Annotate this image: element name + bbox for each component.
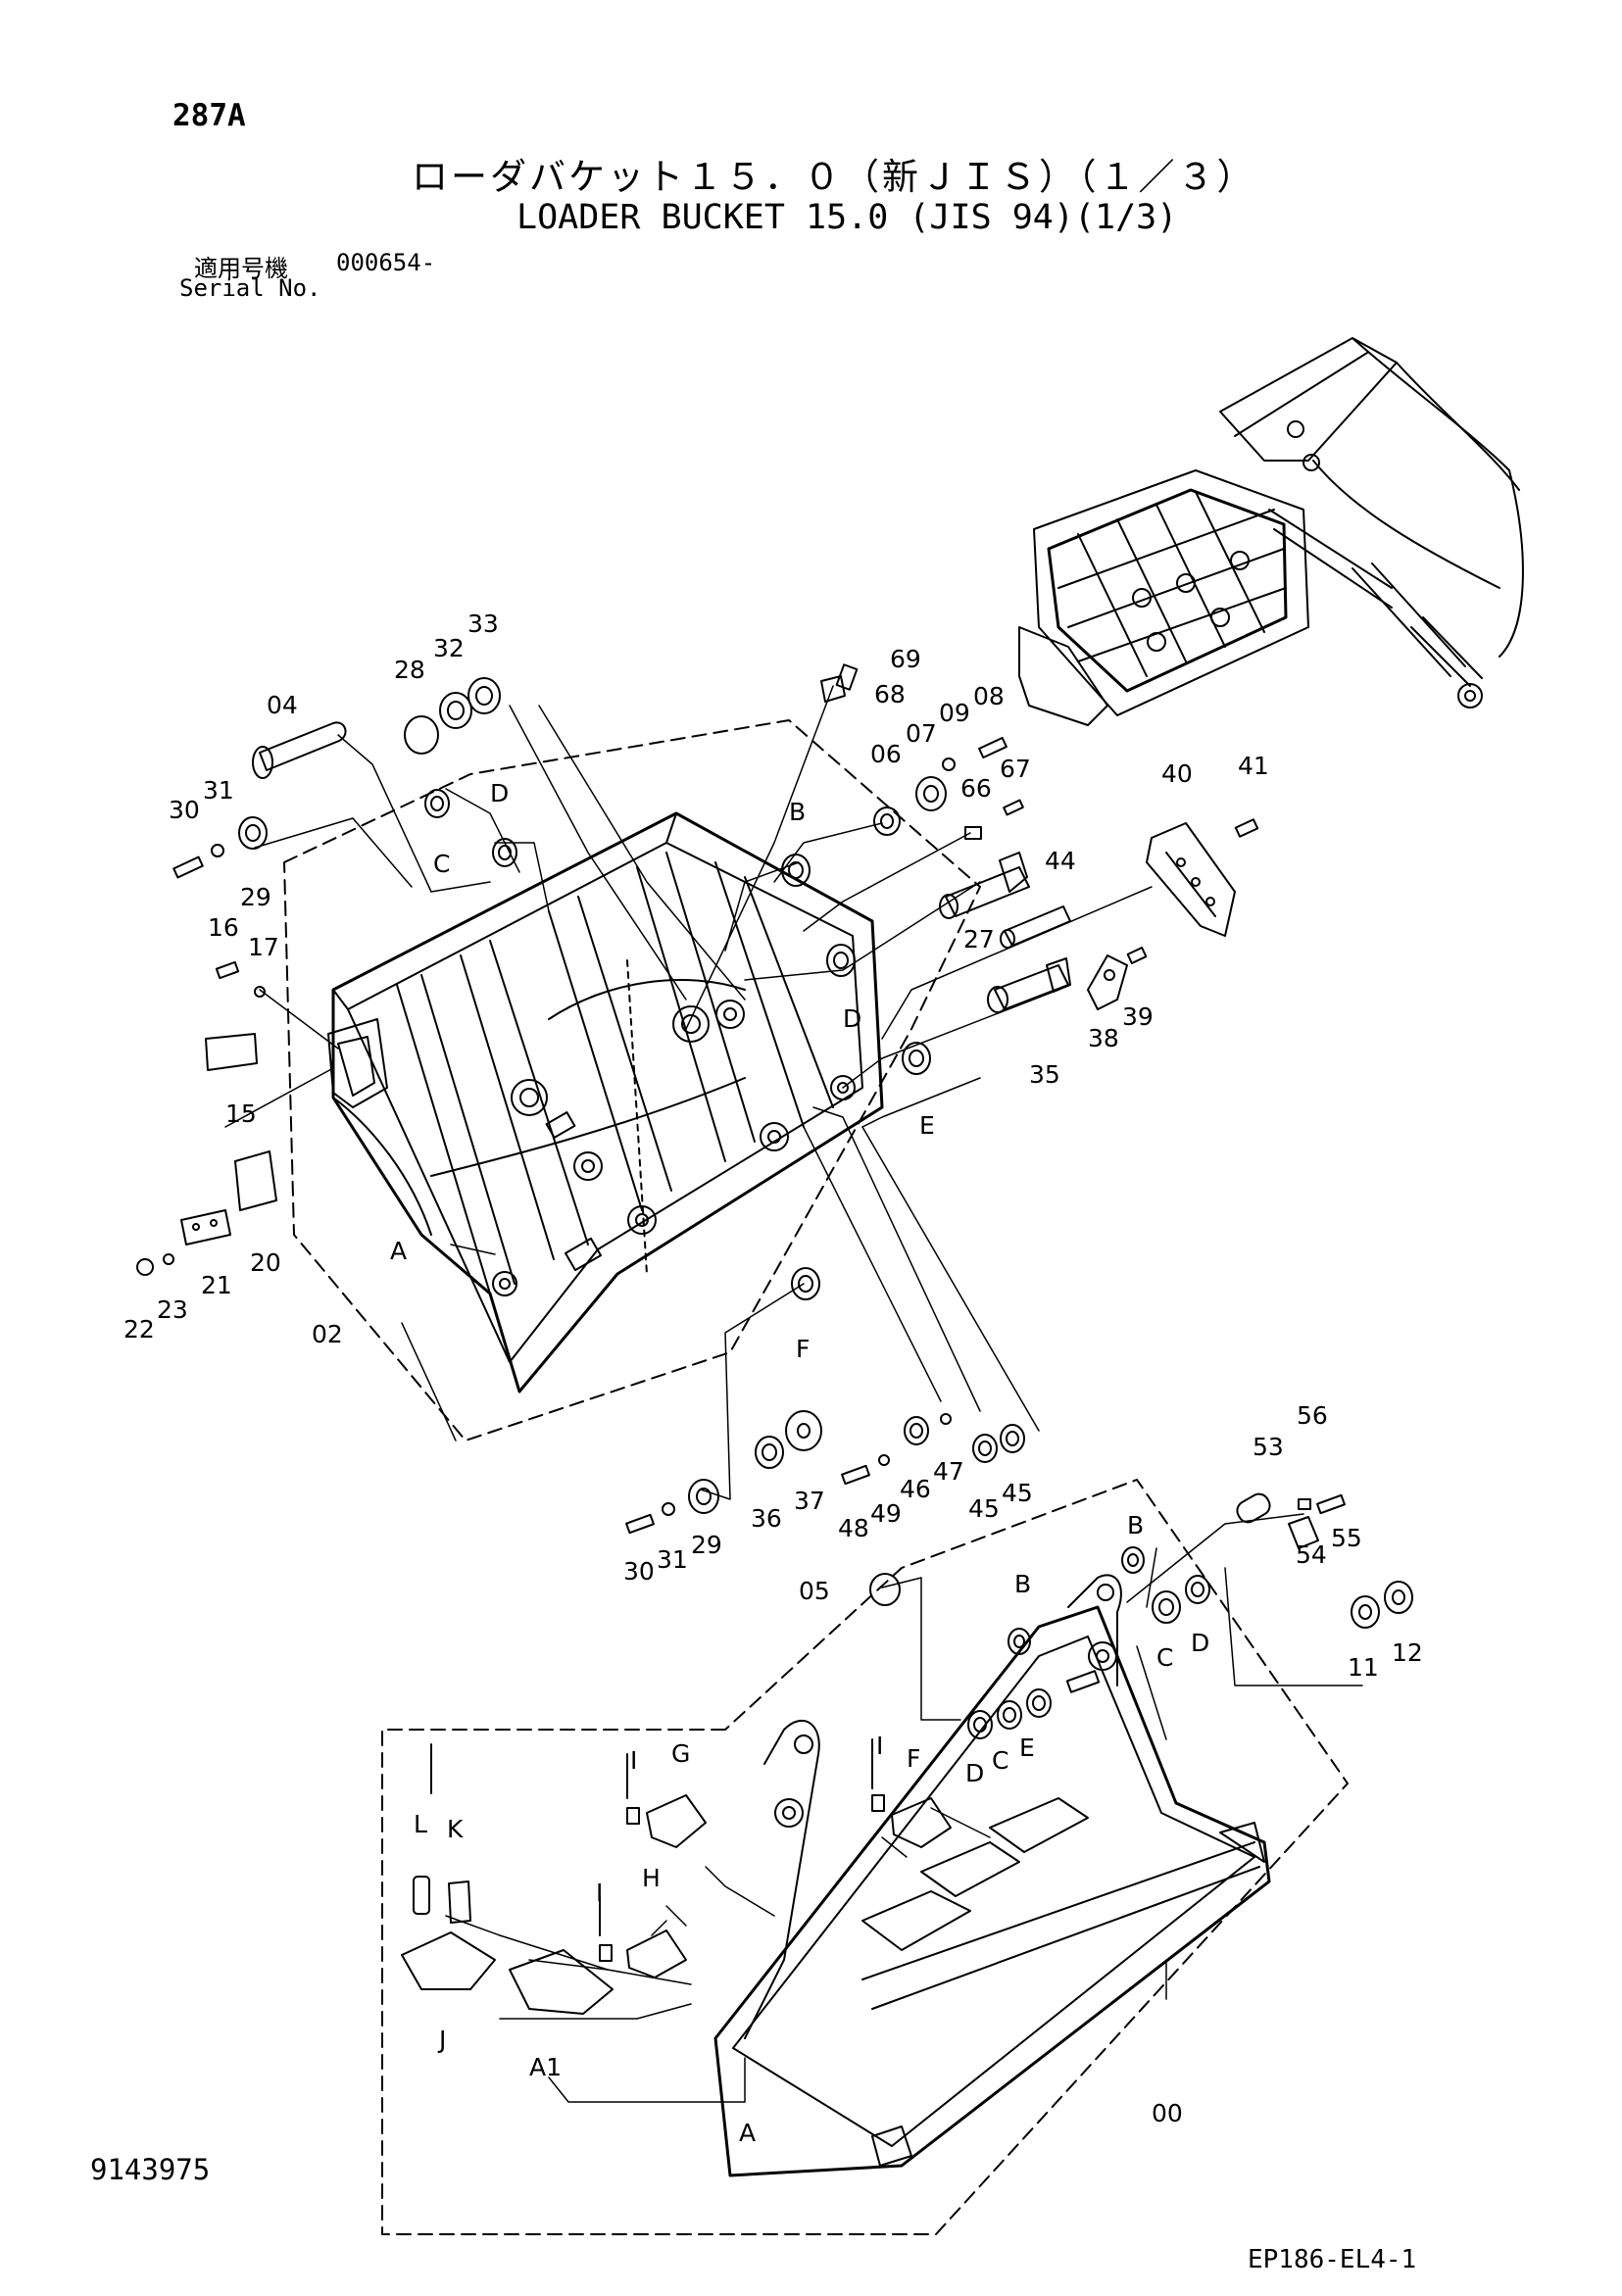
callout-label: 05 bbox=[799, 1577, 830, 1605]
callout-label: 36 bbox=[751, 1504, 782, 1533]
lower-bucket-drawing bbox=[713, 1574, 1271, 2177]
callout-label: F bbox=[796, 1335, 810, 1363]
callout-label: 06 bbox=[870, 740, 902, 768]
callout-label: 23 bbox=[157, 1295, 188, 1324]
callout-label: 68 bbox=[874, 680, 906, 708]
callout-labels: 04 28 32 33 69 68 30 31 29 C D B 06 07 0… bbox=[123, 610, 1423, 2147]
callout-label: B bbox=[789, 798, 806, 826]
callout-label: 45 bbox=[1002, 1479, 1033, 1507]
callout-label: 30 bbox=[169, 796, 200, 824]
callout-label: 27 bbox=[963, 925, 995, 953]
serial-value: 000654- bbox=[336, 249, 436, 276]
callout-label: 46 bbox=[900, 1475, 931, 1503]
callout-label: 37 bbox=[794, 1487, 825, 1515]
callout-label: 21 bbox=[201, 1271, 232, 1299]
serial-label-japanese: 適用号機 bbox=[194, 255, 288, 282]
upper-frame-drawing bbox=[327, 811, 884, 1393]
callout-label: 67 bbox=[1000, 755, 1031, 783]
callout-label: K bbox=[447, 1815, 464, 1843]
callout-label: 17 bbox=[248, 933, 279, 961]
callout-label: 08 bbox=[973, 682, 1005, 710]
callout-label: 41 bbox=[1238, 752, 1269, 780]
callout-label: 38 bbox=[1088, 1024, 1119, 1052]
callout-label: 28 bbox=[394, 656, 425, 684]
callout-label: A1 bbox=[529, 2053, 562, 2081]
callout-label: 22 bbox=[123, 1315, 155, 1343]
callout-label: 54 bbox=[1296, 1540, 1327, 1569]
callout-label: B bbox=[1127, 1511, 1144, 1539]
callout-label: C bbox=[433, 850, 450, 878]
callout-label: I bbox=[876, 1732, 883, 1760]
callout-label: 32 bbox=[433, 634, 465, 662]
callout-label: E bbox=[919, 1111, 935, 1140]
callout-label: 55 bbox=[1331, 1524, 1362, 1552]
callout-label: 53 bbox=[1253, 1433, 1284, 1461]
lower-leader-lines bbox=[445, 1513, 1363, 2103]
callout-label: I bbox=[630, 1746, 637, 1775]
callout-label: 07 bbox=[906, 719, 937, 748]
callout-label: I bbox=[596, 1879, 603, 1907]
callout-label: 49 bbox=[870, 1499, 902, 1528]
callout-label: 44 bbox=[1045, 847, 1076, 875]
callout-label: G bbox=[671, 1739, 690, 1768]
callout-label: 56 bbox=[1297, 1401, 1328, 1430]
callout-label: 15 bbox=[225, 1099, 257, 1128]
callout-label: 16 bbox=[208, 913, 239, 942]
callout-label: D bbox=[965, 1759, 984, 1787]
callout-label: B bbox=[1014, 1570, 1031, 1598]
upper-leader-lines bbox=[224, 685, 1153, 1500]
lower-small-parts bbox=[401, 1492, 1413, 2015]
callout-label: D bbox=[1191, 1629, 1209, 1657]
callout-label: A bbox=[390, 1237, 407, 1265]
callout-label: 02 bbox=[312, 1320, 343, 1348]
callout-label: H bbox=[642, 1864, 661, 1892]
title-english: LOADER BUCKET 15.0 (JIS 94)(1/3) bbox=[516, 198, 1178, 237]
callout-label: 48 bbox=[838, 1514, 869, 1542]
callout-label: C bbox=[1156, 1643, 1173, 1672]
callout-label: 69 bbox=[890, 645, 921, 673]
upper-small-parts bbox=[136, 663, 1259, 1300]
document-number: 9143975 bbox=[90, 2153, 211, 2186]
callout-label: F bbox=[907, 1744, 920, 1773]
callout-label: 47 bbox=[933, 1457, 964, 1486]
callout-label: D bbox=[843, 1004, 861, 1033]
callout-label: 40 bbox=[1161, 759, 1193, 788]
machine-reference-sketch bbox=[1018, 337, 1524, 726]
callout-label: 31 bbox=[203, 776, 234, 805]
callout-label: 11 bbox=[1348, 1653, 1379, 1682]
callout-label: D bbox=[490, 779, 509, 807]
callout-label: 00 bbox=[1152, 2099, 1183, 2127]
drawing-code: EP186-EL4-1 bbox=[1248, 2245, 1417, 2274]
callout-label: 31 bbox=[657, 1545, 688, 1574]
callout-label: 09 bbox=[939, 699, 970, 727]
page-number: 287A bbox=[172, 98, 246, 133]
lower-assembly-outline bbox=[381, 1479, 1349, 2235]
callout-label: J bbox=[437, 2026, 446, 2054]
callout-label: 20 bbox=[250, 1248, 281, 1277]
callout-label: A bbox=[739, 2119, 756, 2147]
callout-label: C bbox=[992, 1746, 1008, 1775]
middle-small-parts bbox=[625, 1410, 1025, 1535]
callout-label: 66 bbox=[960, 774, 992, 803]
callout-label: 35 bbox=[1029, 1060, 1060, 1089]
callout-label: 04 bbox=[267, 691, 298, 719]
serial-label-english: Serial No. bbox=[179, 274, 321, 302]
callout-label: 33 bbox=[467, 610, 499, 638]
title-japanese: ローダバケット１５．０（新ＪＩＳ）（１／３） bbox=[412, 156, 1256, 198]
callout-label: 29 bbox=[691, 1531, 722, 1559]
callout-label: 29 bbox=[240, 883, 271, 911]
upper-assembly-outline bbox=[283, 719, 981, 1441]
callout-label: 39 bbox=[1122, 1002, 1154, 1031]
callout-label: E bbox=[1019, 1734, 1035, 1762]
callout-label: L bbox=[414, 1810, 427, 1838]
callout-label: 30 bbox=[623, 1557, 655, 1586]
callout-label: 45 bbox=[968, 1494, 1000, 1523]
callout-label: 12 bbox=[1392, 1638, 1423, 1667]
